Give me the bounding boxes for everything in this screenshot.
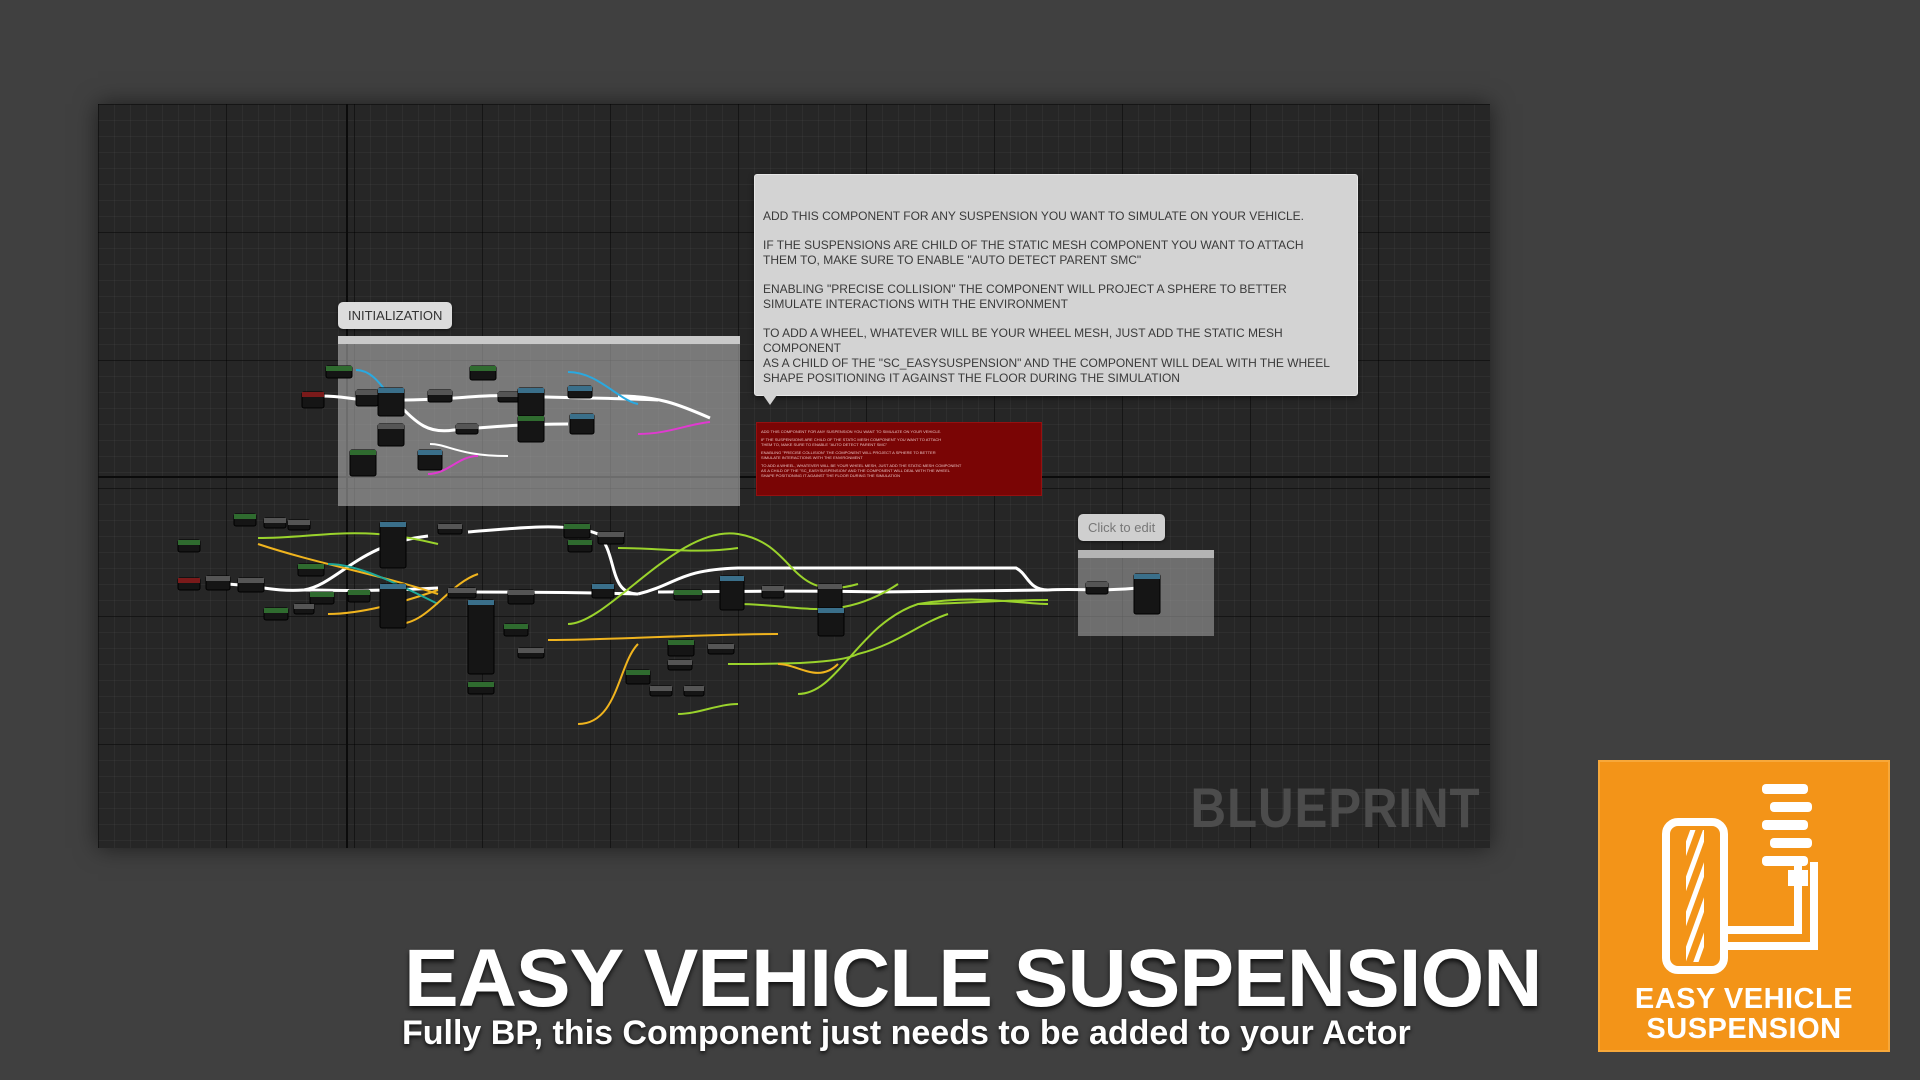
blueprint-node[interactable] [563, 523, 591, 539]
blueprint-node[interactable] [507, 589, 535, 605]
blueprint-node[interactable] [177, 539, 201, 553]
graph-wire [657, 588, 1049, 594]
graph-wire [567, 532, 859, 625]
blueprint-node[interactable] [325, 365, 353, 379]
blueprint-node[interactable] [761, 585, 785, 599]
blueprint-node[interactable] [379, 521, 407, 569]
blueprint-node[interactable] [817, 607, 845, 637]
graph-wire [547, 633, 779, 641]
blueprint-node[interactable] [707, 643, 735, 655]
graph-wire [567, 371, 639, 405]
graph-wire [397, 573, 479, 625]
graph-wire [327, 589, 439, 615]
graph-wire [429, 443, 509, 457]
note-line-1: ADD THIS COMPONENT FOR ANY SUSPENSION YO… [763, 209, 1304, 223]
blueprint-node[interactable] [1085, 581, 1109, 595]
blueprint-node[interactable] [467, 681, 495, 695]
logo-text-line-1: EASY VEHICLE [1634, 983, 1854, 1015]
graph-wire [797, 598, 1049, 695]
blueprint-node[interactable] [569, 413, 595, 435]
graph-wires-and-nodes [177, 365, 1161, 725]
blueprint-node[interactable] [517, 647, 545, 659]
graph-wire [257, 532, 439, 545]
blueprint-node[interactable] [517, 387, 545, 417]
blueprint-node[interactable] [597, 531, 625, 545]
red-note-line-3: ENABLING "PRECISE COLLISION" THE COMPONE… [761, 450, 936, 460]
blueprint-node[interactable] [427, 389, 453, 403]
blueprint-node[interactable] [667, 659, 693, 671]
graph-wire [257, 543, 439, 595]
component-usage-note[interactable]: ADD THIS COMPONENT FOR ANY SUSPENSION YO… [754, 174, 1358, 405]
blueprint-node[interactable] [1133, 573, 1161, 615]
red-note-line-2: IF THE SUSPENSIONS ARE CHILD OF THE STAT… [761, 437, 942, 447]
blueprint-node[interactable] [263, 517, 287, 529]
blueprint-node[interactable] [683, 685, 705, 697]
blueprint-node[interactable] [377, 423, 405, 447]
blueprint-node[interactable] [447, 587, 477, 599]
product-title: EASY VEHICLE SUSPENSION [404, 933, 1542, 1024]
blueprint-node[interactable] [233, 513, 257, 527]
blueprint-node[interactable] [355, 389, 379, 407]
blueprint-node[interactable] [667, 639, 695, 657]
red-warning-note[interactable]: ADD THIS COMPONENT FOR ANY SUSPENSION YO… [756, 422, 1042, 496]
graph-wire [617, 547, 739, 552]
blueprint-node[interactable] [205, 575, 231, 591]
product-subtitle: Fully BP, this Component just needs to b… [402, 1014, 1411, 1052]
blueprint-node[interactable] [469, 365, 497, 381]
blueprint-node[interactable] [377, 387, 405, 417]
blueprint-node[interactable] [437, 523, 463, 535]
graph-wire [467, 590, 639, 596]
blueprint-node[interactable] [591, 583, 615, 599]
blueprint-node[interactable] [237, 577, 265, 593]
blueprint-node[interactable] [649, 685, 673, 697]
blueprint-node[interactable] [497, 391, 521, 403]
graph-wire [577, 643, 639, 725]
graph-wire [617, 394, 711, 420]
graph-wire [427, 455, 479, 475]
red-note-line-1: ADD THIS COMPONENT FOR ANY SUSPENSION YO… [761, 429, 942, 434]
blueprint-node[interactable] [517, 415, 545, 443]
graph-wire [727, 613, 949, 665]
click-to-edit-comment-label[interactable]: Click to edit [1078, 514, 1166, 541]
blueprint-node[interactable] [719, 575, 745, 611]
blueprint-node[interactable] [467, 599, 495, 675]
blueprint-node[interactable] [673, 589, 703, 601]
blueprint-watermark: BLUEPRINT [1190, 776, 1480, 839]
note-line-3: ENABLING "PRECISE COLLISION" THE COMPONE… [763, 282, 1287, 311]
blueprint-node[interactable] [455, 423, 479, 435]
blueprint-node[interactable] [503, 623, 529, 637]
blueprint-node[interactable] [567, 539, 593, 553]
blueprint-node[interactable] [297, 563, 325, 577]
blueprint-node[interactable] [379, 583, 407, 629]
blueprint-node[interactable] [293, 603, 315, 615]
graph-wire [677, 703, 739, 715]
graph-wire [637, 421, 711, 435]
blueprint-graph-canvas[interactable]: INITIALIZATION Click to edit ADD THIS CO… [98, 104, 1490, 848]
product-logo: EASY VEHICLE SUSPENSION [1598, 760, 1890, 1052]
blueprint-node[interactable] [625, 669, 651, 685]
suspension-spring-icon [1662, 784, 1818, 974]
blueprint-node[interactable] [417, 449, 443, 471]
red-note-line-4: TO ADD A WHEEL, WHATEVER WILL BE YOUR WH… [761, 463, 962, 478]
blueprint-node[interactable] [287, 519, 311, 531]
blueprint-node[interactable] [301, 391, 325, 409]
blueprint-node[interactable] [177, 577, 201, 591]
note-line-2: IF THE SUSPENSIONS ARE CHILD OF THE STAT… [763, 238, 1304, 267]
graph-wire [327, 563, 439, 605]
graph-wire [777, 663, 839, 674]
blueprint-node[interactable] [263, 607, 289, 621]
graph-wire [917, 599, 1049, 605]
note-line-4: TO ADD A WHEEL, WHATEVER WILL BE YOUR WH… [763, 326, 1330, 385]
blueprint-node[interactable] [347, 589, 371, 603]
graph-wire [637, 566, 1049, 596]
blueprint-node[interactable] [567, 385, 593, 399]
blueprint-node[interactable] [309, 591, 335, 605]
logo-text-line-2: SUSPENSION [1646, 1013, 1842, 1045]
initialization-comment-label[interactable]: INITIALIZATION [338, 302, 453, 329]
blueprint-node[interactable] [349, 449, 377, 477]
